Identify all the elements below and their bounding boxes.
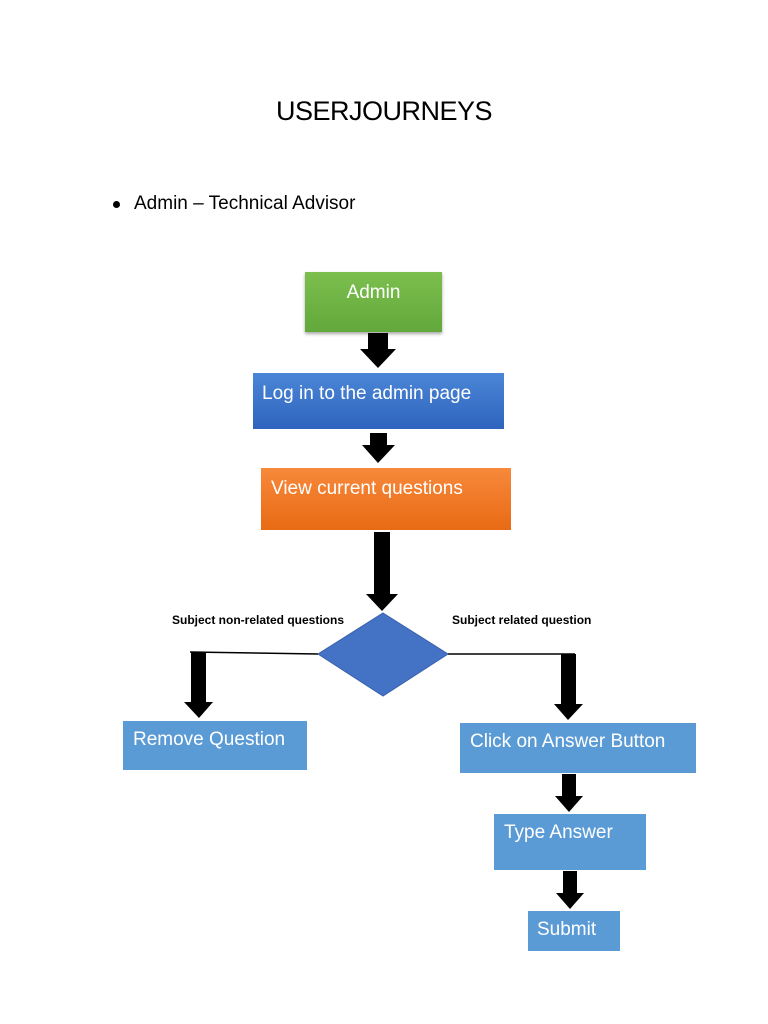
decision-diamond	[317, 612, 449, 697]
bullet-dot-icon	[113, 200, 120, 208]
arrow-login-to-view	[362, 433, 395, 463]
arrow-view-to-decision	[366, 532, 398, 611]
page-title: USERJOURNEYS	[275, 96, 493, 126]
branch-label-non-related: Subject non-related questions	[172, 613, 345, 627]
login-step-box: Log in to the admin page	[253, 373, 504, 429]
arrow-decision-to-click	[554, 654, 583, 720]
type-answer-box: Type Answer	[494, 814, 646, 870]
arrow-type-to-submit	[556, 871, 584, 909]
arrow-decision-to-remove	[184, 652, 213, 718]
click-answer-button-box: Click on Answer Button	[460, 723, 696, 773]
branch-line-left	[189, 651, 319, 655]
bullet-text: Admin – Technical Advisor	[134, 193, 356, 214]
admin-start-box: Admin	[305, 272, 442, 332]
remove-question-box: Remove Question	[123, 721, 307, 770]
arrow-click-to-type	[555, 774, 583, 812]
bullet-item: Admin – Technical Advisor	[113, 193, 355, 215]
submit-box: Submit	[528, 911, 620, 951]
view-questions-box: View current questions	[261, 468, 511, 530]
branch-label-related: Subject related question	[452, 613, 592, 627]
arrow-admin-to-login	[360, 333, 396, 368]
